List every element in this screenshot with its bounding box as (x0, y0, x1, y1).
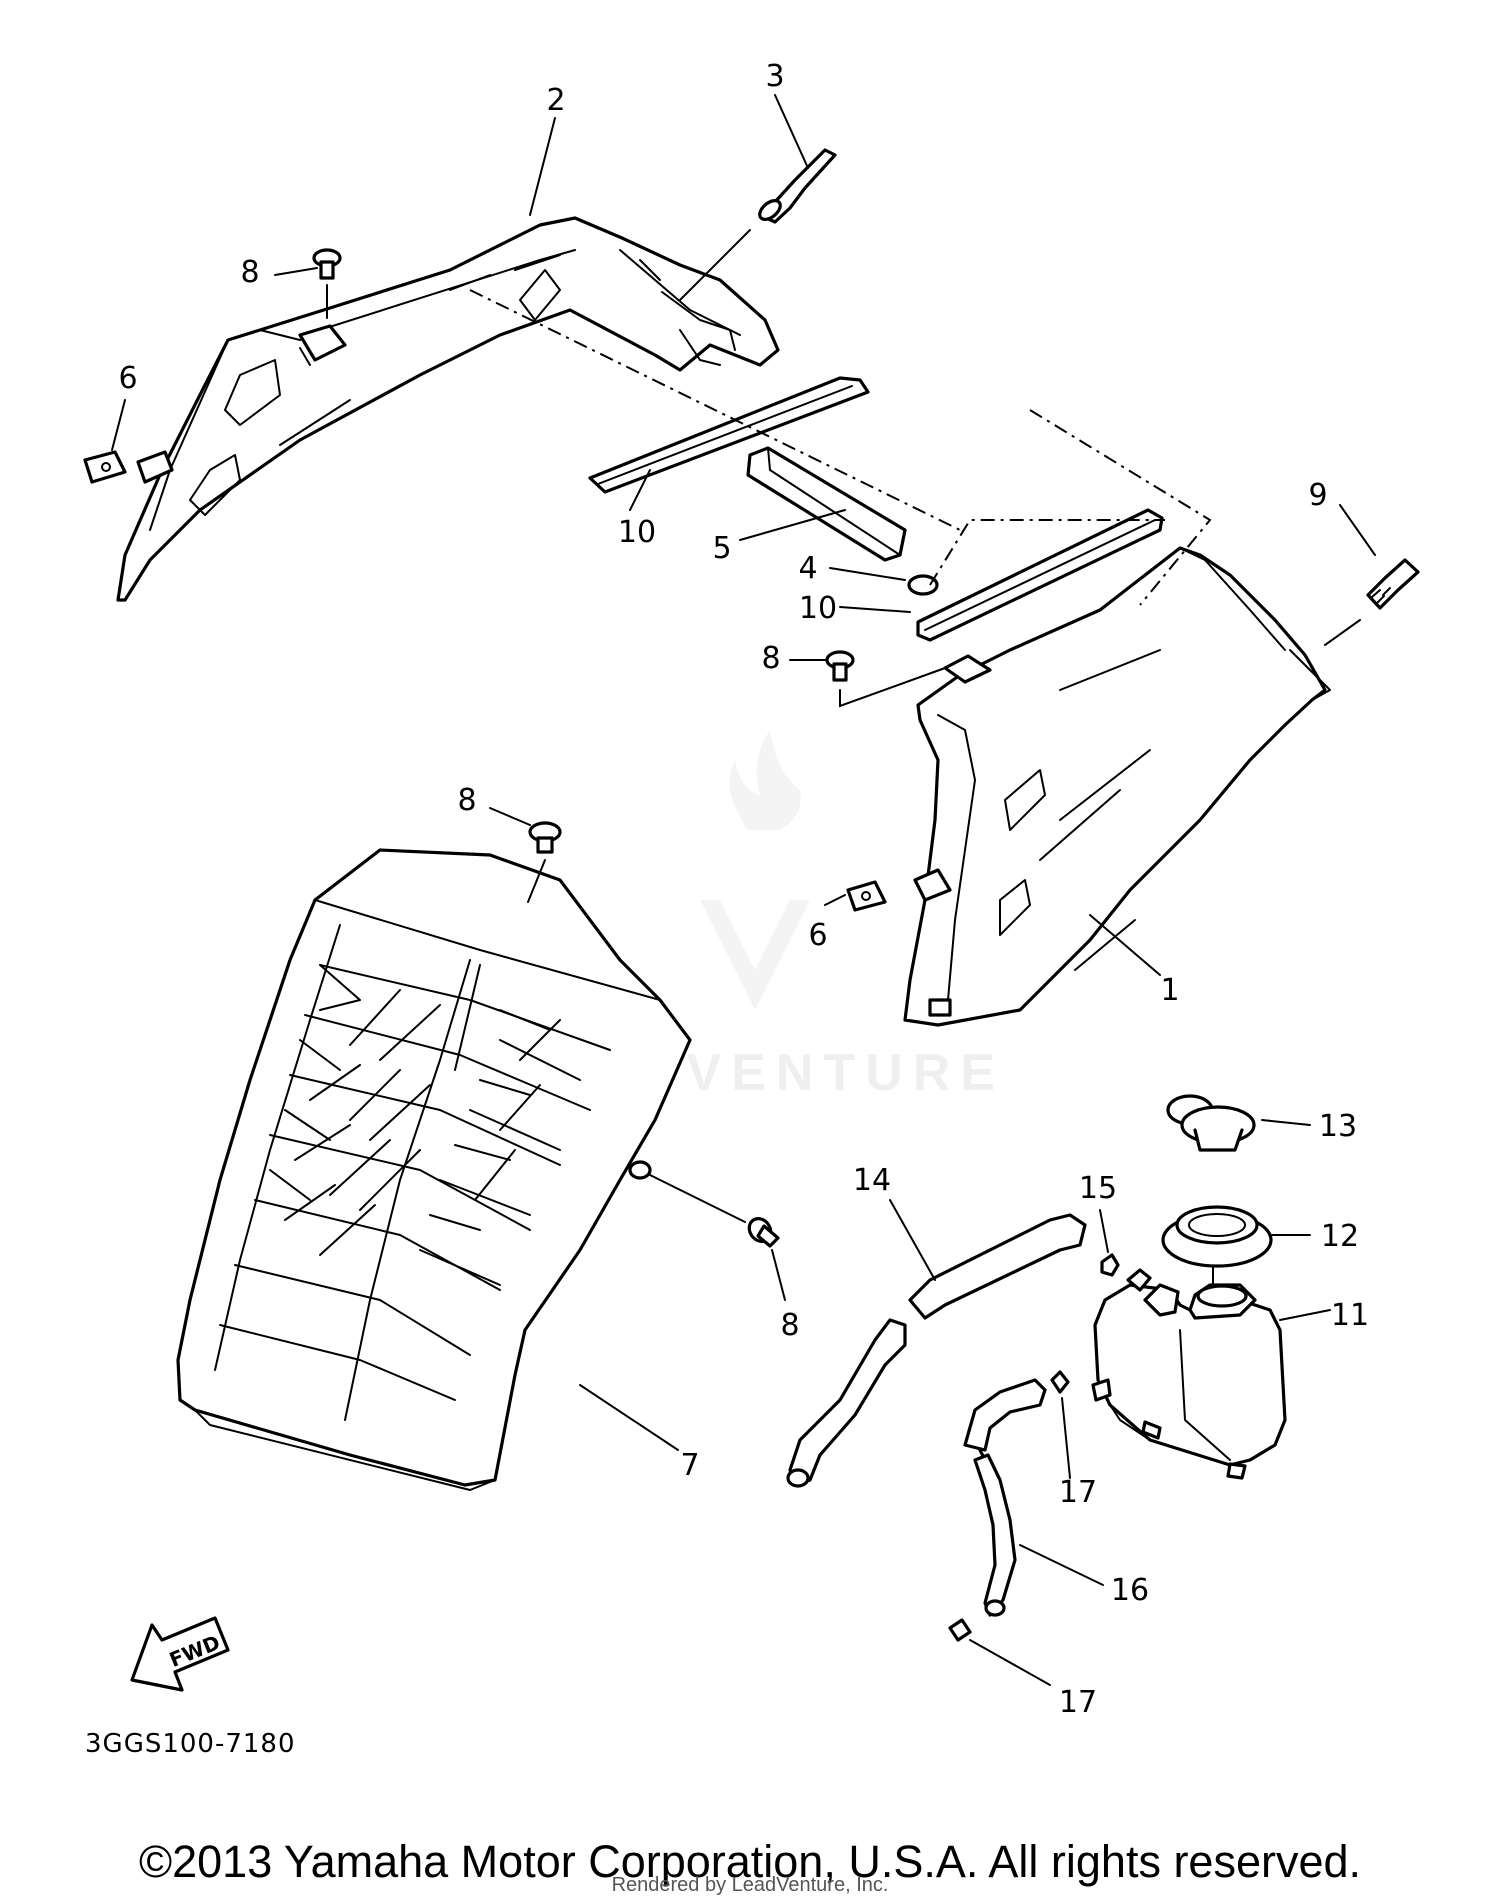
part-17-clip-lower (948, 1618, 972, 1642)
part-8-screw-grille-top (528, 821, 562, 854)
part-6-nut-upper (83, 450, 127, 484)
callout-13: 13 (1319, 1109, 1357, 1144)
leader-11-reservoir (1279, 1309, 1331, 1321)
callout-6-lower: 6 (808, 918, 827, 953)
part-12-ring (1161, 1205, 1273, 1268)
leader-17-lower (969, 1639, 1051, 1686)
part-5-seal (746, 446, 907, 562)
leader-5 (739, 509, 846, 541)
callout-3: 3 (765, 59, 784, 94)
callout-12: 12 (1321, 1219, 1359, 1254)
leader-9-bolt (1339, 504, 1376, 556)
callout-4: 4 (798, 551, 817, 586)
callout-2: 2 (546, 83, 565, 118)
callout-9: 9 (1308, 478, 1327, 513)
leader-8-middle-drop (839, 667, 946, 708)
copyright-notice: ©2013 Yamaha Motor Corporation, U.S.A. A… (138, 1836, 1362, 1887)
assembly-line-c (1029, 409, 1212, 606)
callout-16: 16 (1111, 1573, 1149, 1608)
leader-8-grille-top (489, 807, 531, 826)
part-17-clip-upper (1050, 1370, 1070, 1394)
callout-1: 1 (1160, 973, 1179, 1008)
callout-17-lower: 17 (1059, 1685, 1097, 1720)
part-2-left-shroud (116, 216, 780, 602)
leader-2 (529, 117, 556, 216)
part-7-radiator-grille (176, 848, 692, 1491)
leader-15-clamp (1099, 1209, 1109, 1253)
leader-10-upper (629, 469, 651, 511)
leader-17-upper (1061, 1397, 1071, 1479)
part-10-trim-strip-lower (916, 508, 1164, 642)
leader-9-bolt-drop (1324, 619, 1361, 646)
leader-8-grille-side (771, 1249, 786, 1301)
part-8-screw-top-left (312, 248, 342, 280)
assembly-line-b (929, 519, 1165, 586)
leader-10-lower (839, 606, 911, 613)
part-6-nut-lower (846, 880, 887, 912)
leader-6-upper (111, 399, 126, 451)
callout-10-upper: 10 (618, 515, 656, 550)
callout-7: 7 (680, 1448, 699, 1483)
leader-1 (1089, 914, 1161, 976)
part-1-right-shroud (903, 546, 1331, 1027)
part-9-bolt (1366, 558, 1420, 610)
callout-17-upper: 17 (1059, 1475, 1097, 1510)
leader-3 (774, 94, 809, 169)
leader-7-grille (579, 1384, 679, 1451)
callout-10-lower: 10 (799, 591, 837, 626)
part-16-breather-hose (963, 1378, 1047, 1617)
part-13-cap (1166, 1094, 1256, 1152)
diagram-code: 3GGS100-7180 (85, 1729, 296, 1759)
leader-16-hose (1019, 1544, 1104, 1586)
callout-8-middle: 8 (761, 641, 780, 676)
part-10-trim-strip-upper (588, 376, 870, 494)
assembly-line-a (469, 289, 961, 531)
rendered-by-notice: Rendered by LeadVenture, Inc. (611, 1874, 889, 1896)
leader-8-top-left (274, 267, 318, 276)
callout-5: 5 (712, 531, 731, 566)
part-15-clamp (1100, 1253, 1120, 1277)
callout-8-top-left: 8 (240, 255, 259, 290)
part-11-reservoir (1091, 1268, 1287, 1480)
leader-3-rivet-line (679, 229, 751, 301)
callout-11: 11 (1331, 1298, 1369, 1333)
callout-6-upper: 6 (118, 361, 137, 396)
callout-8-grille-side: 8 (780, 1308, 799, 1343)
part-4-clip (907, 574, 939, 596)
leader-8-grille-top-drop (527, 859, 546, 903)
leader-6-lower (824, 894, 846, 906)
part-3-rivet (758, 148, 837, 224)
part-8-screw-grille-side (747, 1217, 780, 1248)
callout-8-grille-top: 8 (457, 783, 476, 818)
callout-15: 15 (1079, 1171, 1117, 1206)
fwd-arrow-icon: FWD (130, 1616, 230, 1692)
leader-4 (829, 567, 906, 581)
leader-14-hose (889, 1199, 936, 1281)
part-8-screw-middle (825, 650, 855, 682)
leader-13-cap (1261, 1119, 1311, 1126)
callout-14: 14 (853, 1163, 891, 1198)
part-14-hose (786, 1213, 1087, 1488)
leader-8-grille-side-diag (649, 1174, 746, 1223)
